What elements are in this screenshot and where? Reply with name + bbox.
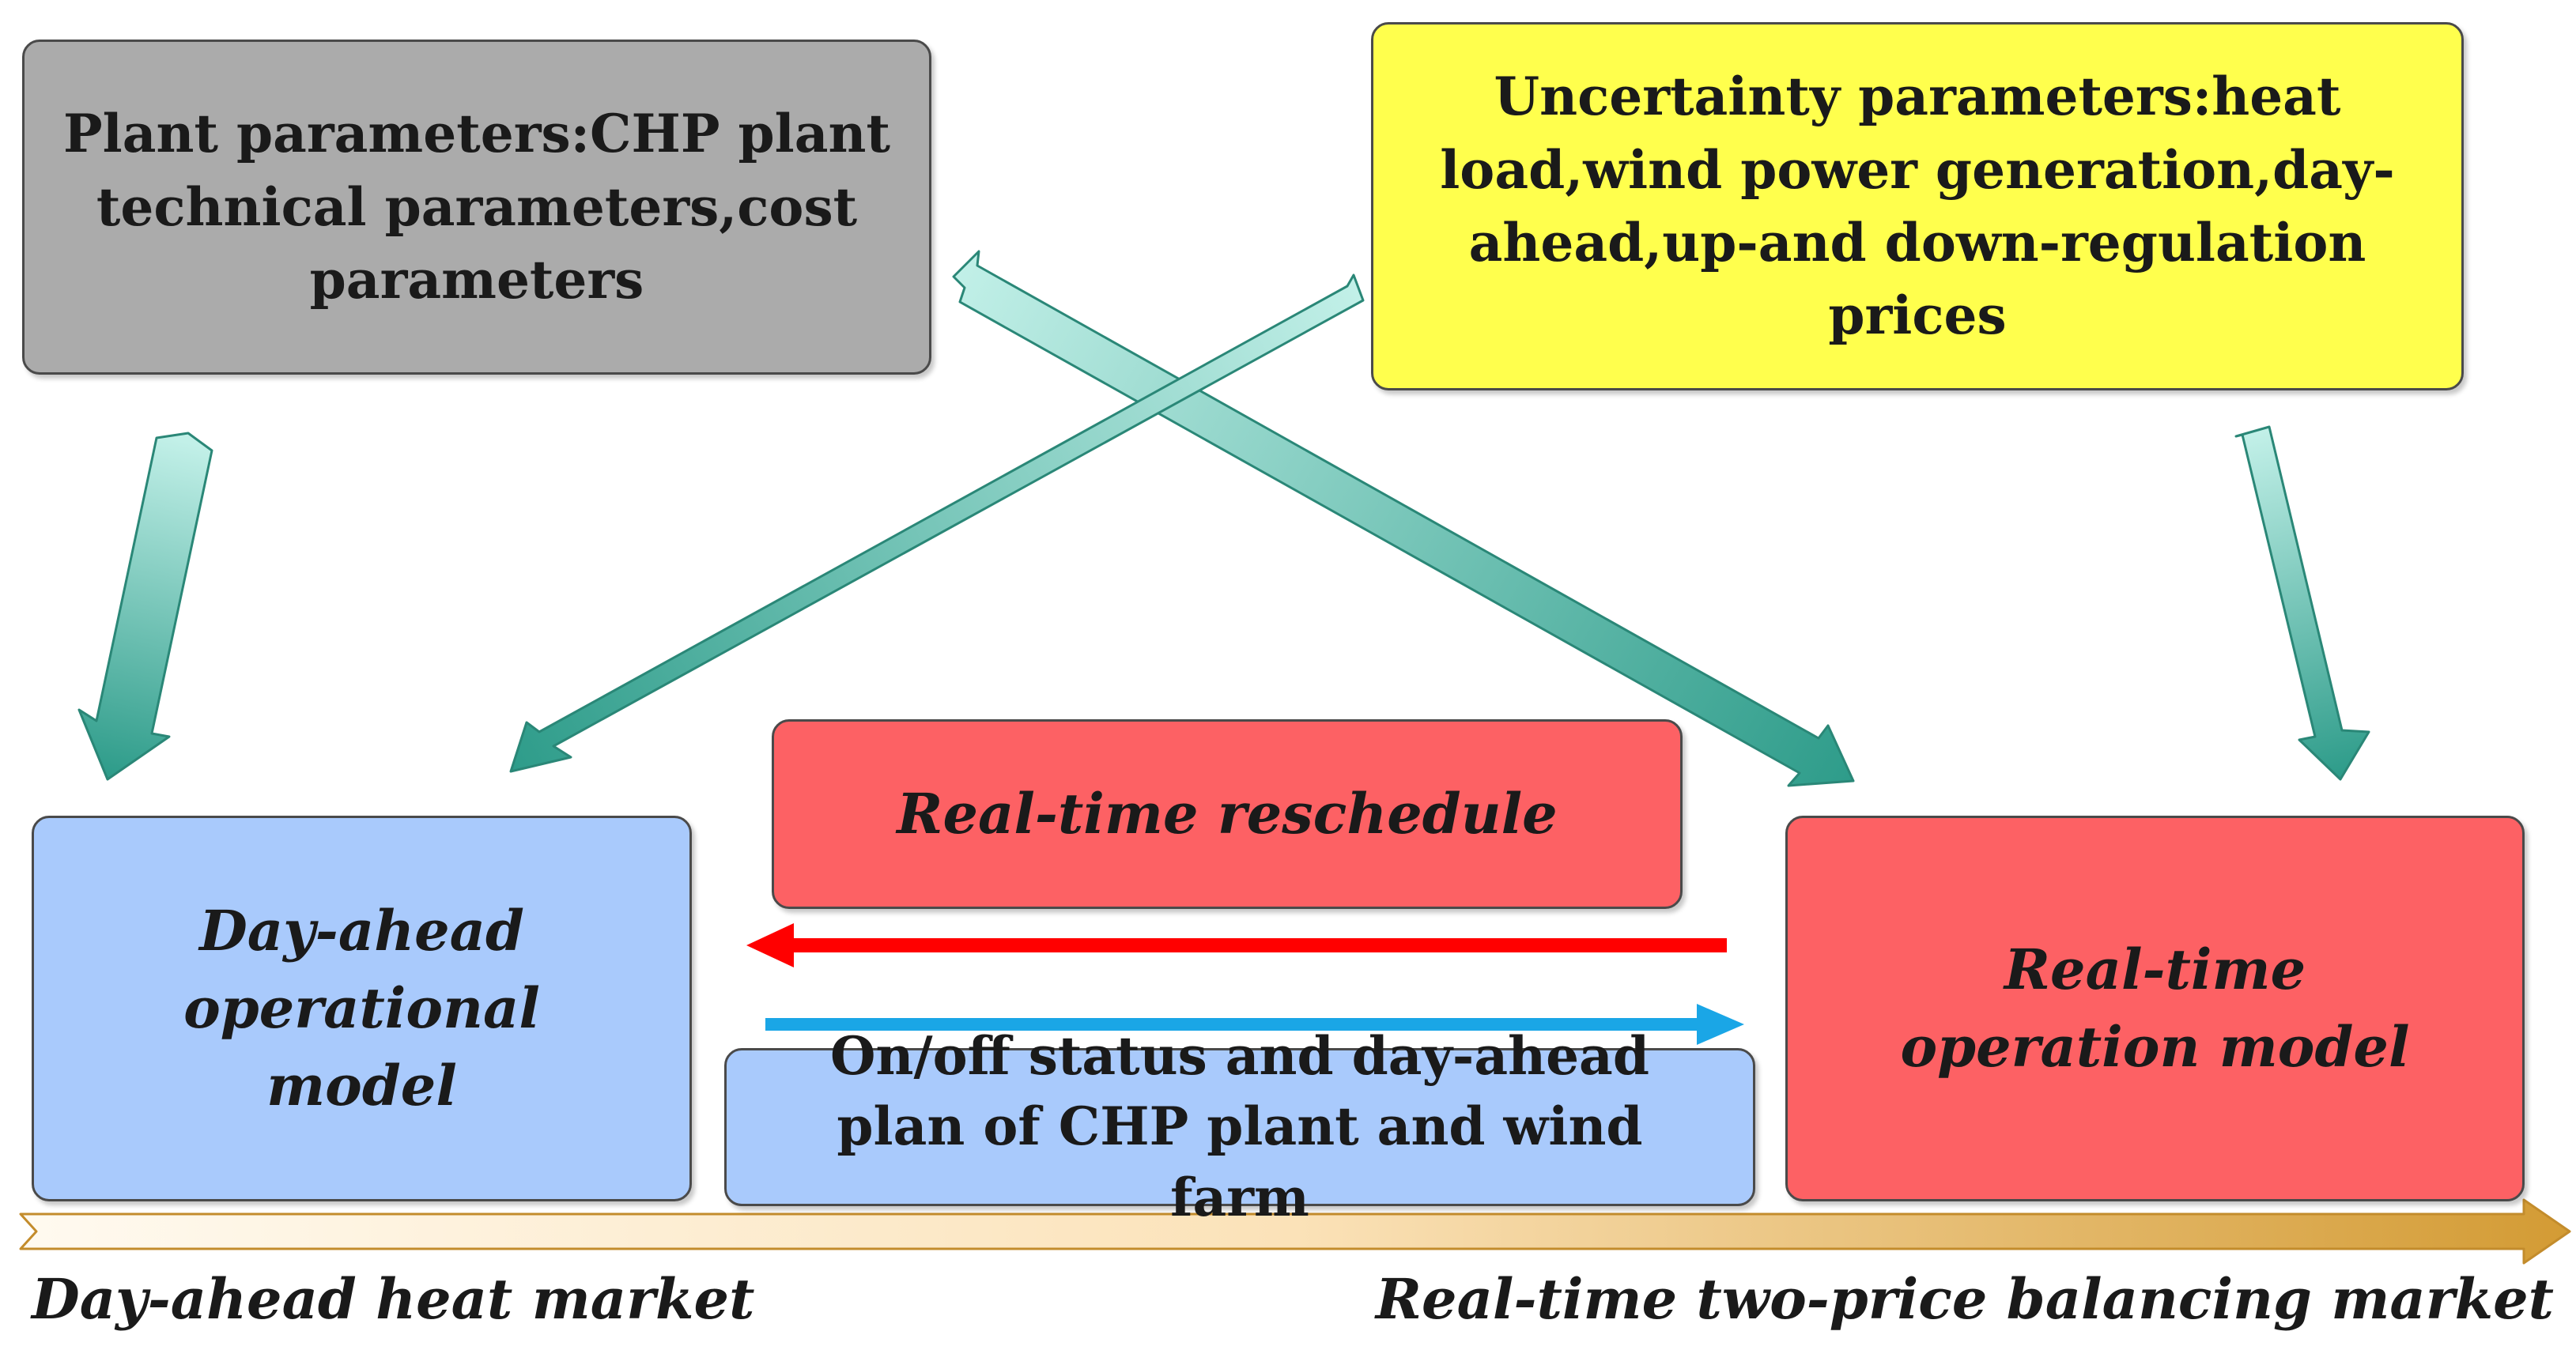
real-time-reschedule-box: Real-time reschedule — [772, 719, 1683, 909]
uncertainty-parameters-box: Uncertainty parameters:heat load,wind po… — [1371, 22, 2464, 390]
timeline-right-label: Real-time two-price balancing market — [1375, 1266, 2554, 1332]
real-time-operation-model-box: Real-time operation model — [1785, 816, 2525, 1201]
arrow-uncertainty-to-dayahead — [509, 273, 1365, 773]
day-ahead-model-box: Day-ahead operational model — [32, 816, 692, 1201]
plant-parameters-text: Plant parameters:CHP plant technical par… — [63, 103, 890, 311]
timeline-left-label: Day-ahead heat market — [32, 1266, 755, 1332]
feedback-arrow-head — [746, 923, 794, 967]
real-time-reschedule-text: Real-time reschedule — [897, 781, 1558, 847]
onoff-plan-text: On/off status and day-ahead plan of CHP … — [830, 1025, 1649, 1228]
arrow-plant-to-dayahead — [77, 432, 213, 781]
plant-parameters-box: Plant parameters:CHP plant technical par… — [22, 40, 931, 375]
day-ahead-model-text: Day-ahead operational model — [183, 898, 540, 1118]
real-time-operation-model-text: Real-time operation model — [1900, 937, 2410, 1080]
uncertainty-parameters-text: Uncertainty parameters:heat load,wind po… — [1440, 66, 2395, 347]
timeline-arrow — [19, 1198, 2571, 1265]
forward-arrow-head — [1697, 1004, 1744, 1045]
arrow-uncertainty-to-realtime — [2234, 425, 2370, 781]
onoff-plan-box: On/off status and day-ahead plan of CHP … — [724, 1025, 1755, 1228]
